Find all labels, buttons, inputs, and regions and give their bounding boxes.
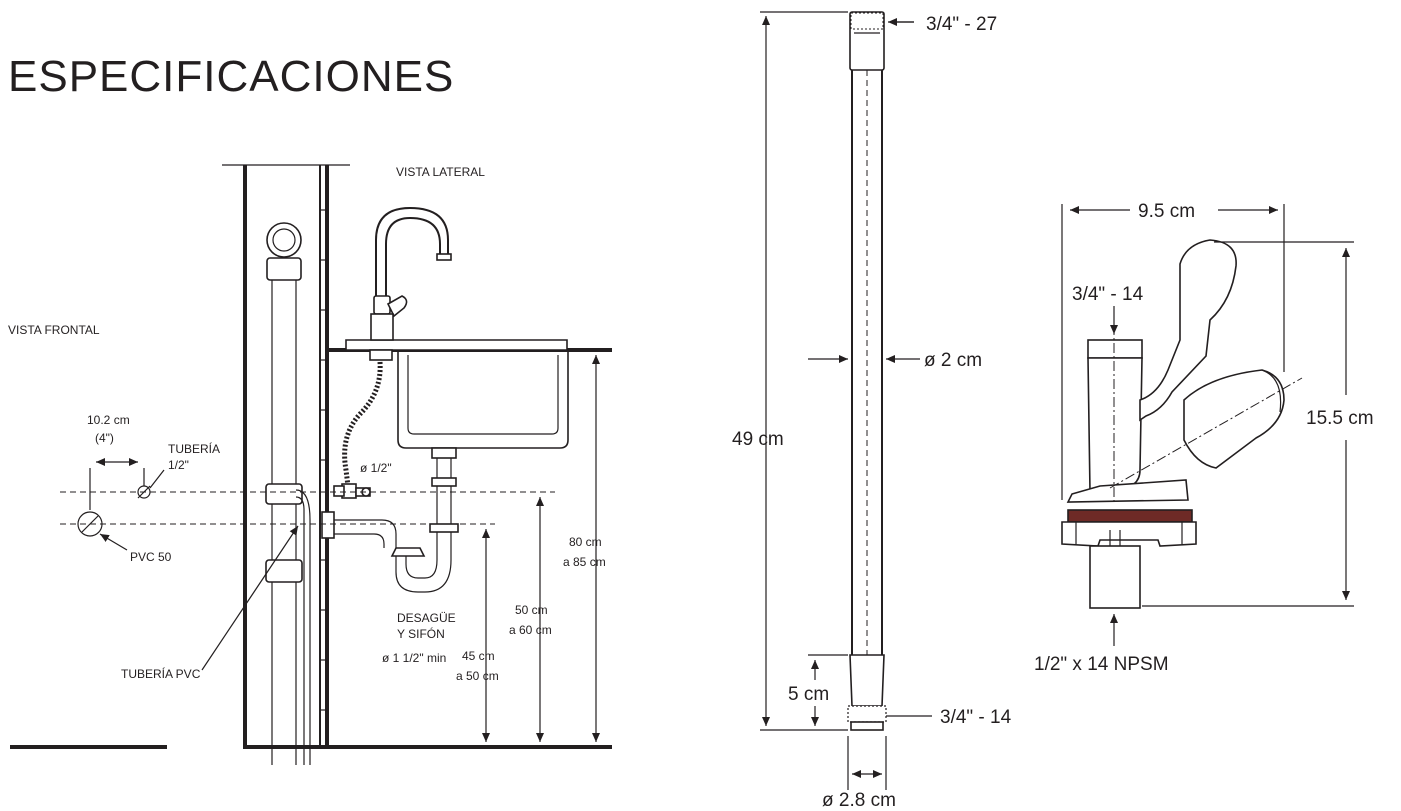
inlet-thread-label: 3/4" - 14 <box>1072 284 1144 305</box>
top-thread-label: 3/4" - 27 <box>926 14 997 35</box>
front-view-pipes <box>77 458 151 537</box>
pvc50-label: PVC 50 <box>130 550 172 564</box>
bottom-thread-label: 3/4" - 14 <box>940 707 1012 728</box>
sink <box>321 339 612 593</box>
offset-cm-label: 10.2 cm <box>87 413 130 427</box>
faucet <box>369 206 452 361</box>
pipe-label: TUBERÍA <box>168 441 220 456</box>
drain-label: DESAGÜE <box>397 611 456 625</box>
height-45-label: 45 cm <box>462 649 495 663</box>
hose-length-label: 49 cm <box>732 429 784 450</box>
drain-diameter-label: ø 1 1/2" min <box>382 651 446 665</box>
height-85-label: a 85 cm <box>563 555 606 569</box>
page-title: ESPECIFICACIONES <box>8 52 455 101</box>
pipe-size-label: 1/2" <box>168 458 189 472</box>
trap-label: Y SIFÓN <box>397 626 445 641</box>
tube-diameter-label: ø 2 cm <box>924 350 982 371</box>
height-80-label: 80 cm <box>569 535 602 549</box>
front-view-label: VISTA FRONTAL <box>8 323 100 337</box>
offset-in-label: (4") <box>95 431 114 445</box>
valve-height-label: 15.5 cm <box>1306 408 1374 429</box>
end-length-label: 5 cm <box>788 684 829 705</box>
pvc-pipe-label: TUBERÍA PVC <box>121 666 201 681</box>
hose-diagram: 3/4" - 27 ø 2 cm 49 cm 5 cm 3/4" - 14 ø … <box>732 11 1012 811</box>
installation-diagram: VISTA LATERAL VISTA FRONTAL 10.2 cm (4")… <box>8 164 612 765</box>
pvc-pipe <box>265 222 311 765</box>
bottom-diameter-label: ø 2.8 cm <box>822 790 896 811</box>
wall <box>10 164 612 749</box>
base-thread-label: 1/2" x 14 NPSM <box>1034 654 1169 675</box>
valve-diagram: 9.5 cm 15.5 cm 3/4" - 14 1/2" x 14 NPSM <box>1034 201 1374 675</box>
height-60-label: a 60 cm <box>509 623 552 637</box>
height-45-50-label: a 50 cm <box>456 669 499 683</box>
hose-diameter-label: ø 1/2" <box>360 461 392 475</box>
valve-width-label: 9.5 cm <box>1138 201 1195 222</box>
supply-hose <box>333 361 383 499</box>
height-50-label: 50 cm <box>515 603 548 617</box>
lateral-view-label: VISTA LATERAL <box>396 165 485 179</box>
